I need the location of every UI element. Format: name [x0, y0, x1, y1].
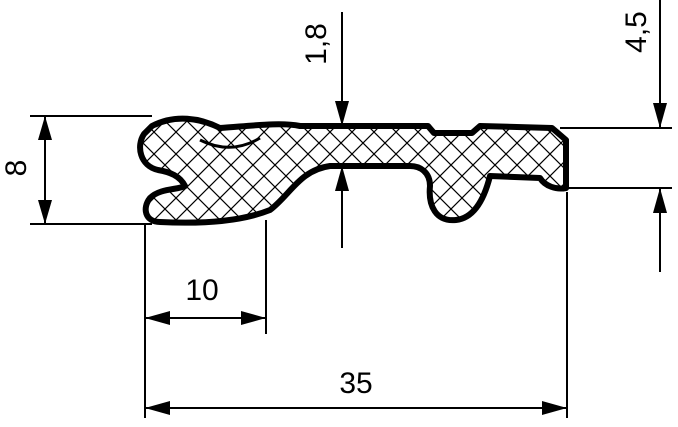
dimension-height-right: 4,5 [560, 0, 672, 272]
dimension-label-width-part: 10 [185, 274, 218, 307]
dimension-label-thickness-mid: 1,8 [300, 23, 333, 65]
dimension-label-width-total: 35 [339, 367, 372, 400]
dimension-width-part: 10 [144, 220, 267, 418]
dimension-height-left: 8 [0, 115, 152, 225]
dimension-width-total: 35 [145, 192, 568, 418]
profile-top-lobe [199, 136, 261, 149]
dimension-thickness-mid: 1,8 [300, 12, 349, 248]
seal-profile-section [137, 115, 569, 226]
dimension-label-height-left: 8 [0, 160, 33, 177]
dimension-label-height-right: 4,5 [620, 11, 653, 53]
